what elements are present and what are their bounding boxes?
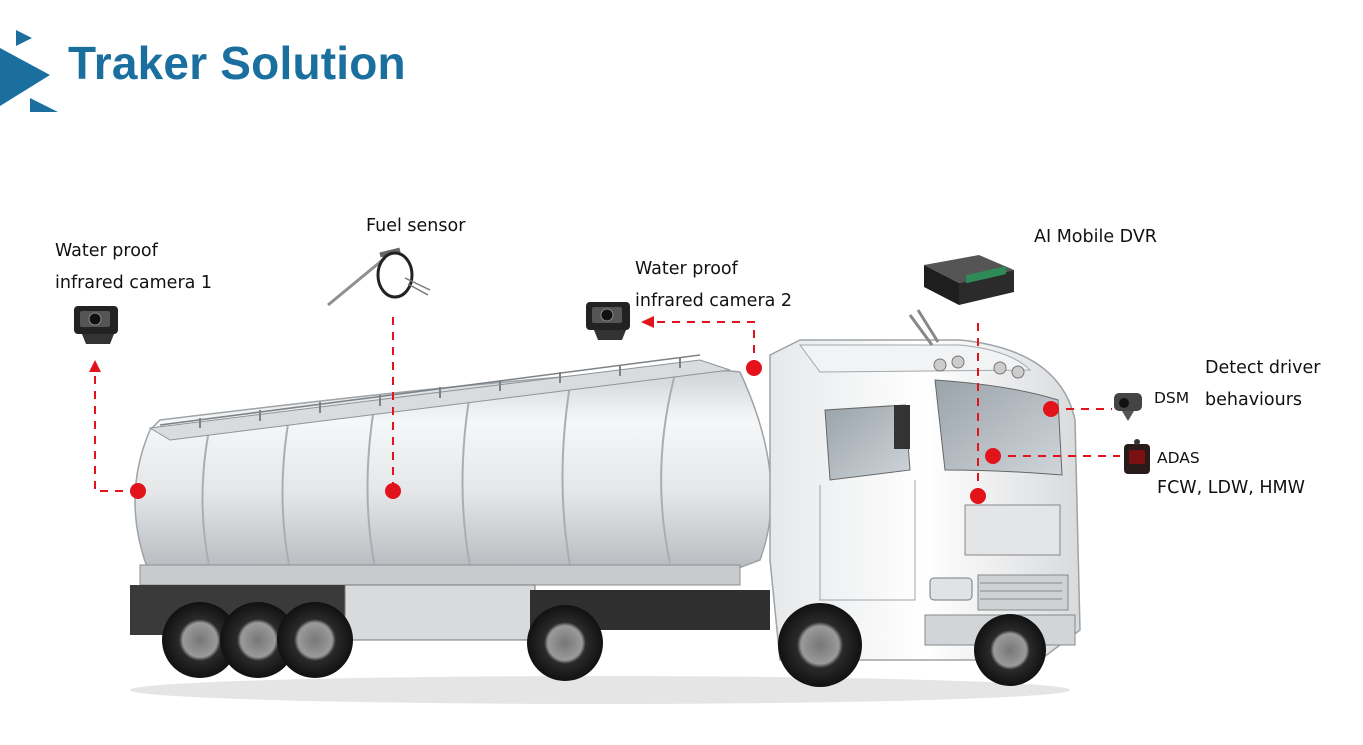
adas-label: ADAS [1157,449,1200,467]
fuel-sensor-label: Fuel sensor [366,216,466,236]
dsm-description-line1: Detect driver [1205,358,1321,378]
ground-shadow [130,676,1070,704]
camera2-label-line2: infrared camera 2 [635,291,793,311]
marker-dsm [1043,401,1059,417]
dvr-label: AI Mobile DVR [1034,227,1157,247]
marker-camera2 [746,360,762,376]
dsm-description-line2: behaviours [1205,390,1303,410]
marker-adas [985,448,1001,464]
dsm-icon [1114,393,1142,421]
camera-icon [586,302,630,340]
camera1-label-line2: infrared camera 1 [55,273,213,293]
marker-fuel [385,483,401,499]
connector-lines [94,310,1120,496]
arrow-left-icon [641,316,654,328]
marker-dvr [970,488,986,504]
tank-trailer [130,354,772,641]
adas-description: FCW, LDW, HMW [1157,478,1305,498]
marker-camera1 [130,483,146,499]
camera2-label-line1: Water proof [635,259,738,279]
brand-logo [0,30,58,112]
camera1-label-line1: Water proof [55,241,158,261]
dvr-icon [924,255,1014,305]
page-title: Traker Solution [68,37,406,89]
sensor-markers [130,360,1059,504]
arrow-up-icon [89,360,101,372]
camera-icon [74,306,118,344]
dsm-label: DSM [1154,389,1190,407]
dsm-description: Detect driver behaviours [1205,352,1320,416]
camera2-label: Water proof infrared camera 2 [635,253,792,317]
camera1-label: Water proof infrared camera 1 [55,235,212,299]
wheels [162,602,1046,687]
adas-icon [1124,439,1150,474]
fuel-sensor-icon [327,247,431,307]
